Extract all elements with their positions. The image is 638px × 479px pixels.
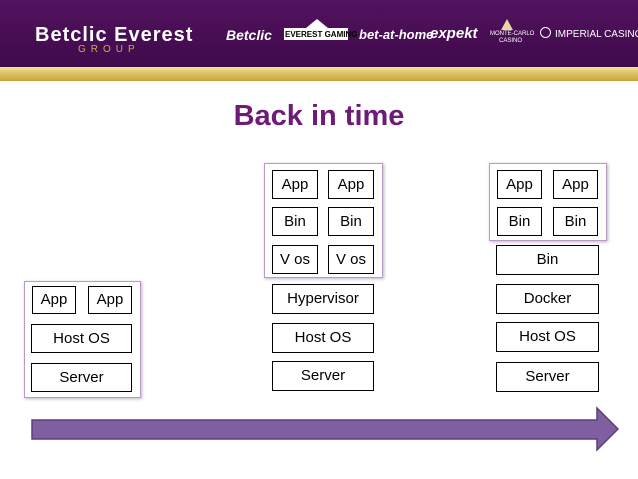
slide-title: Back in time	[233, 100, 405, 132]
header-banner: Betclic Everest GROUP Betclic EVEREST GA…	[0, 0, 638, 67]
mountain-icon	[306, 19, 328, 28]
everest-gaming-label: EVEREST GAMING	[284, 28, 358, 40]
vm-bin-2: Bin	[328, 207, 374, 236]
monte-carlo-label: MONTE-CARLO	[490, 31, 535, 37]
vm-host-os: Host OS	[272, 323, 374, 353]
container-app-1: App	[497, 170, 542, 199]
container-docker: Docker	[496, 284, 599, 314]
vm-guest-os-1: V os	[272, 245, 318, 274]
brand-name: Betclic Everest	[35, 24, 194, 46]
imperial-casino-logo: IMPERIAL CASINO	[540, 27, 638, 40]
container-app-2: App	[553, 170, 598, 199]
expekt-logo: expekt	[430, 25, 478, 42]
container-bin-1: Bin	[497, 207, 542, 236]
crest-icon	[501, 19, 513, 30]
bet-at-home-logo: bet-at-home	[359, 27, 434, 42]
vm-app-2: App	[328, 170, 374, 199]
bare-metal-app-1: App	[32, 286, 76, 314]
container-bin-2: Bin	[553, 207, 598, 236]
betclic-logo: Betclic	[226, 27, 272, 43]
vm-guest-os-2: V os	[328, 245, 374, 274]
monte-carlo-casino-logo: MONTE-CARLO CASINO	[490, 19, 534, 49]
container-host-os: Host OS	[496, 322, 599, 352]
everest-gaming-logo: EVEREST GAMING	[284, 19, 358, 43]
timeline-arrow	[31, 406, 620, 452]
container-shared-bin: Bin	[496, 245, 599, 275]
bare-metal-app-2: App	[88, 286, 132, 314]
bare-metal-host-os: Host OS	[31, 324, 132, 353]
bare-metal-server: Server	[31, 363, 132, 392]
vm-server: Server	[272, 361, 374, 391]
vm-app-1: App	[272, 170, 318, 199]
vm-bin-1: Bin	[272, 207, 318, 236]
container-server: Server	[496, 362, 599, 392]
seal-icon	[540, 27, 551, 38]
gold-stripe	[0, 67, 638, 81]
casino-label: CASINO	[499, 38, 523, 44]
brand-subtitle: GROUP	[78, 44, 140, 55]
vm-hypervisor: Hypervisor	[272, 284, 374, 314]
imperial-casino-label: IMPERIAL CASINO	[555, 29, 638, 40]
